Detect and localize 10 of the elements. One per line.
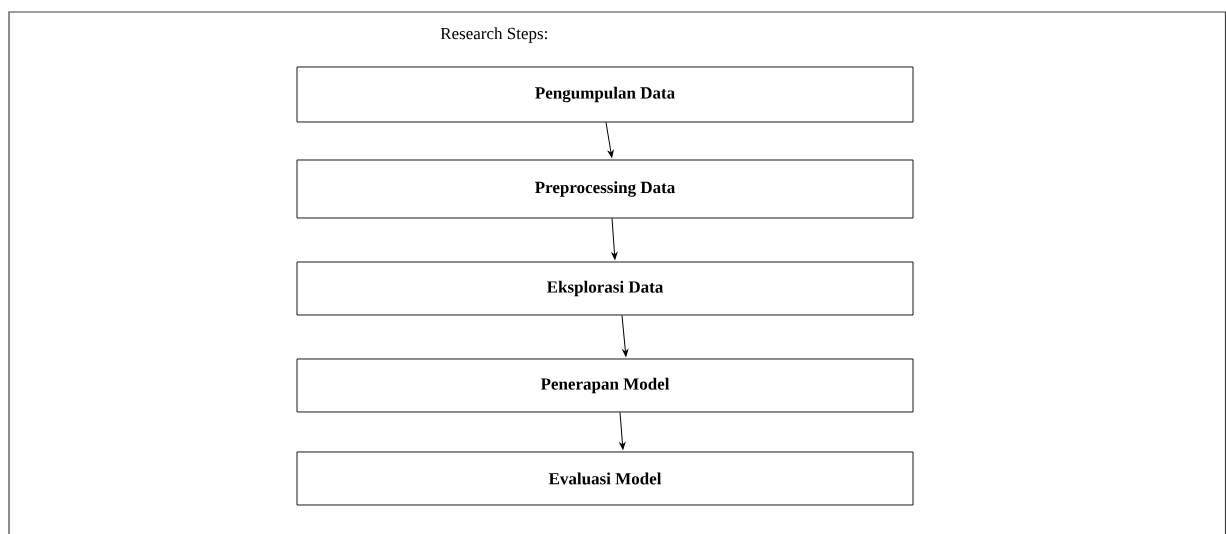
process-box: Preprocessing Data (296, 159, 914, 219)
process-box: Evaluasi Model (296, 451, 914, 506)
arrow (619, 411, 626, 450)
arrow (611, 217, 618, 260)
arrow (621, 314, 629, 357)
arrow (605, 121, 614, 158)
process-box: Pengumpulan Data (296, 66, 914, 123)
process-box: Penerapan Model (296, 358, 914, 413)
process-box: Eksplorasi Data (296, 261, 914, 316)
title: Research Steps: (440, 27, 547, 43)
